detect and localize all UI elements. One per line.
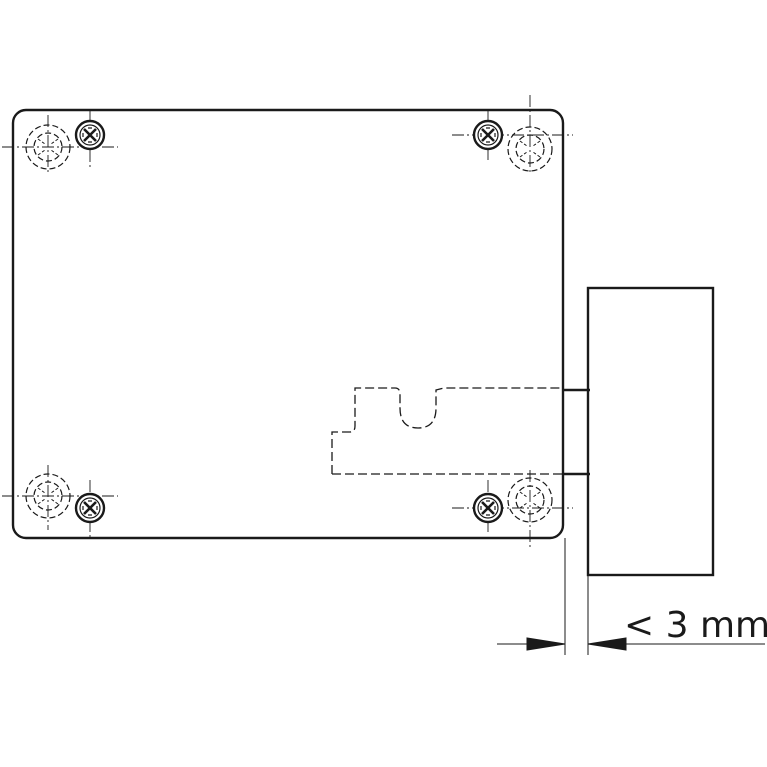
strike-plate bbox=[586, 286, 715, 577]
phillips-screw-icon bbox=[74, 119, 106, 151]
phillips-screw-icon bbox=[472, 119, 504, 151]
screw-center-lines bbox=[2, 95, 573, 550]
dimension-arrow-icon bbox=[526, 637, 566, 651]
phillips-screw-icon bbox=[74, 492, 106, 524]
dimension-label: < 3 mm bbox=[624, 605, 767, 646]
phillips-screw-icon bbox=[472, 492, 504, 524]
bolt-connection-lines bbox=[563, 388, 590, 476]
dimension-extension-lines bbox=[564, 538, 589, 655]
hidden-bolt-outline bbox=[331, 387, 563, 475]
dimension-arrow-icon bbox=[587, 637, 627, 651]
lock-body-outline bbox=[11, 108, 565, 540]
